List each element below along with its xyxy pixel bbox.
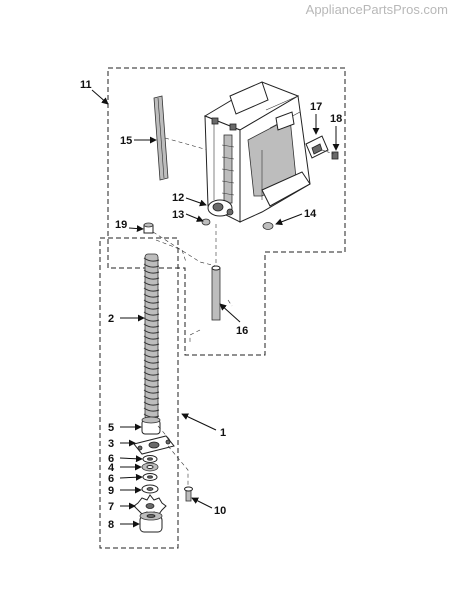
callout-8: 8 [108, 519, 114, 531]
part-5-bushing [141, 416, 161, 435]
leader-1 [181, 413, 217, 431]
part-6-washer-top [142, 455, 158, 463]
auger-coil [143, 257, 160, 262]
auger-coil [143, 317, 160, 322]
auger-coil [143, 389, 160, 394]
leader-11 [91, 89, 109, 105]
part-14-screw [262, 222, 274, 230]
callout-18: 18 [330, 113, 342, 125]
auger-coil [143, 311, 160, 316]
leader-13 [185, 213, 204, 222]
part-3-flange [133, 435, 175, 455]
auger-coil [143, 335, 160, 340]
auger-coil [143, 299, 160, 304]
part-8-drive-coupler [139, 511, 163, 533]
part-10-guide [167, 445, 189, 486]
part-17-bracket [305, 135, 329, 159]
callout-7: 7 [108, 501, 114, 513]
part-15-strip [153, 95, 169, 181]
auger-coil [143, 347, 160, 352]
part-19-guide [152, 231, 217, 267]
callout-4: 4 [108, 462, 115, 474]
ice-bin-housing [203, 81, 311, 223]
auger-coil [143, 383, 160, 388]
auger-coil [143, 353, 160, 358]
auger-coil [143, 269, 160, 274]
part-16-guide-2 [189, 299, 233, 342]
callout-6-top: 6 [108, 453, 114, 465]
part-12-coupler [207, 199, 234, 217]
auger-coils [143, 257, 160, 418]
part-18-screw [331, 151, 339, 160]
auger-coil [143, 329, 160, 334]
callout-12: 12 [172, 192, 184, 204]
leader-6b [119, 473, 143, 481]
auger-coil [143, 365, 160, 370]
assembly-1-boundary [99, 237, 179, 549]
leader-16 [219, 303, 241, 323]
part-18-guide [321, 149, 335, 155]
auger-coil [143, 407, 160, 412]
callout-10: 10 [214, 505, 226, 517]
part-10-screw [184, 486, 193, 502]
leader-19 [128, 225, 144, 233]
part-16-rod [211, 265, 221, 321]
leader-12 [185, 197, 207, 207]
part-7-gear [133, 494, 167, 517]
auger-coil [143, 287, 160, 292]
part-2-auger [143, 253, 160, 420]
callout-17: 17 [310, 101, 322, 113]
callout-14: 14 [304, 208, 317, 220]
callout-9: 9 [108, 485, 114, 497]
callout-6-bottom: 6 [108, 473, 114, 485]
auger-coil [143, 323, 160, 328]
part-6-washer-bottom [142, 473, 158, 481]
callout-3: 3 [108, 438, 114, 450]
assembly-11-boundary [107, 67, 346, 356]
auger-coil [143, 281, 160, 286]
callout-13: 13 [172, 209, 184, 221]
auger-coil [143, 359, 160, 364]
leader-10 [191, 497, 213, 509]
auger-coil [143, 371, 160, 376]
auger-coil [143, 293, 160, 298]
part-13-nut [201, 218, 211, 226]
part-15-guide [164, 137, 209, 151]
callout-5: 5 [108, 422, 114, 434]
leader-6a [119, 455, 143, 463]
leader-14 [275, 213, 303, 226]
internal-auger-rod [221, 134, 235, 204]
part-9-ring [141, 484, 159, 494]
part-19-cap [143, 222, 154, 234]
callout-11: 11 [80, 79, 92, 91]
auger-coil [143, 401, 160, 406]
callout-1: 1 [220, 427, 226, 439]
auger-coil [143, 377, 160, 382]
watermark: AppliancePartsPros.com [306, 2, 448, 17]
auger-coil [143, 341, 160, 346]
callout-15: 15 [120, 135, 132, 147]
auger-coil [143, 275, 160, 280]
callout-2: 2 [108, 313, 114, 325]
part-4-seal [141, 462, 159, 472]
part-3-guide [157, 425, 171, 441]
callout-16: 16 [236, 325, 248, 337]
callout-19: 19 [115, 219, 127, 231]
auger-coil [143, 263, 160, 268]
auger-coil [143, 395, 160, 400]
auger-coil [143, 305, 160, 310]
